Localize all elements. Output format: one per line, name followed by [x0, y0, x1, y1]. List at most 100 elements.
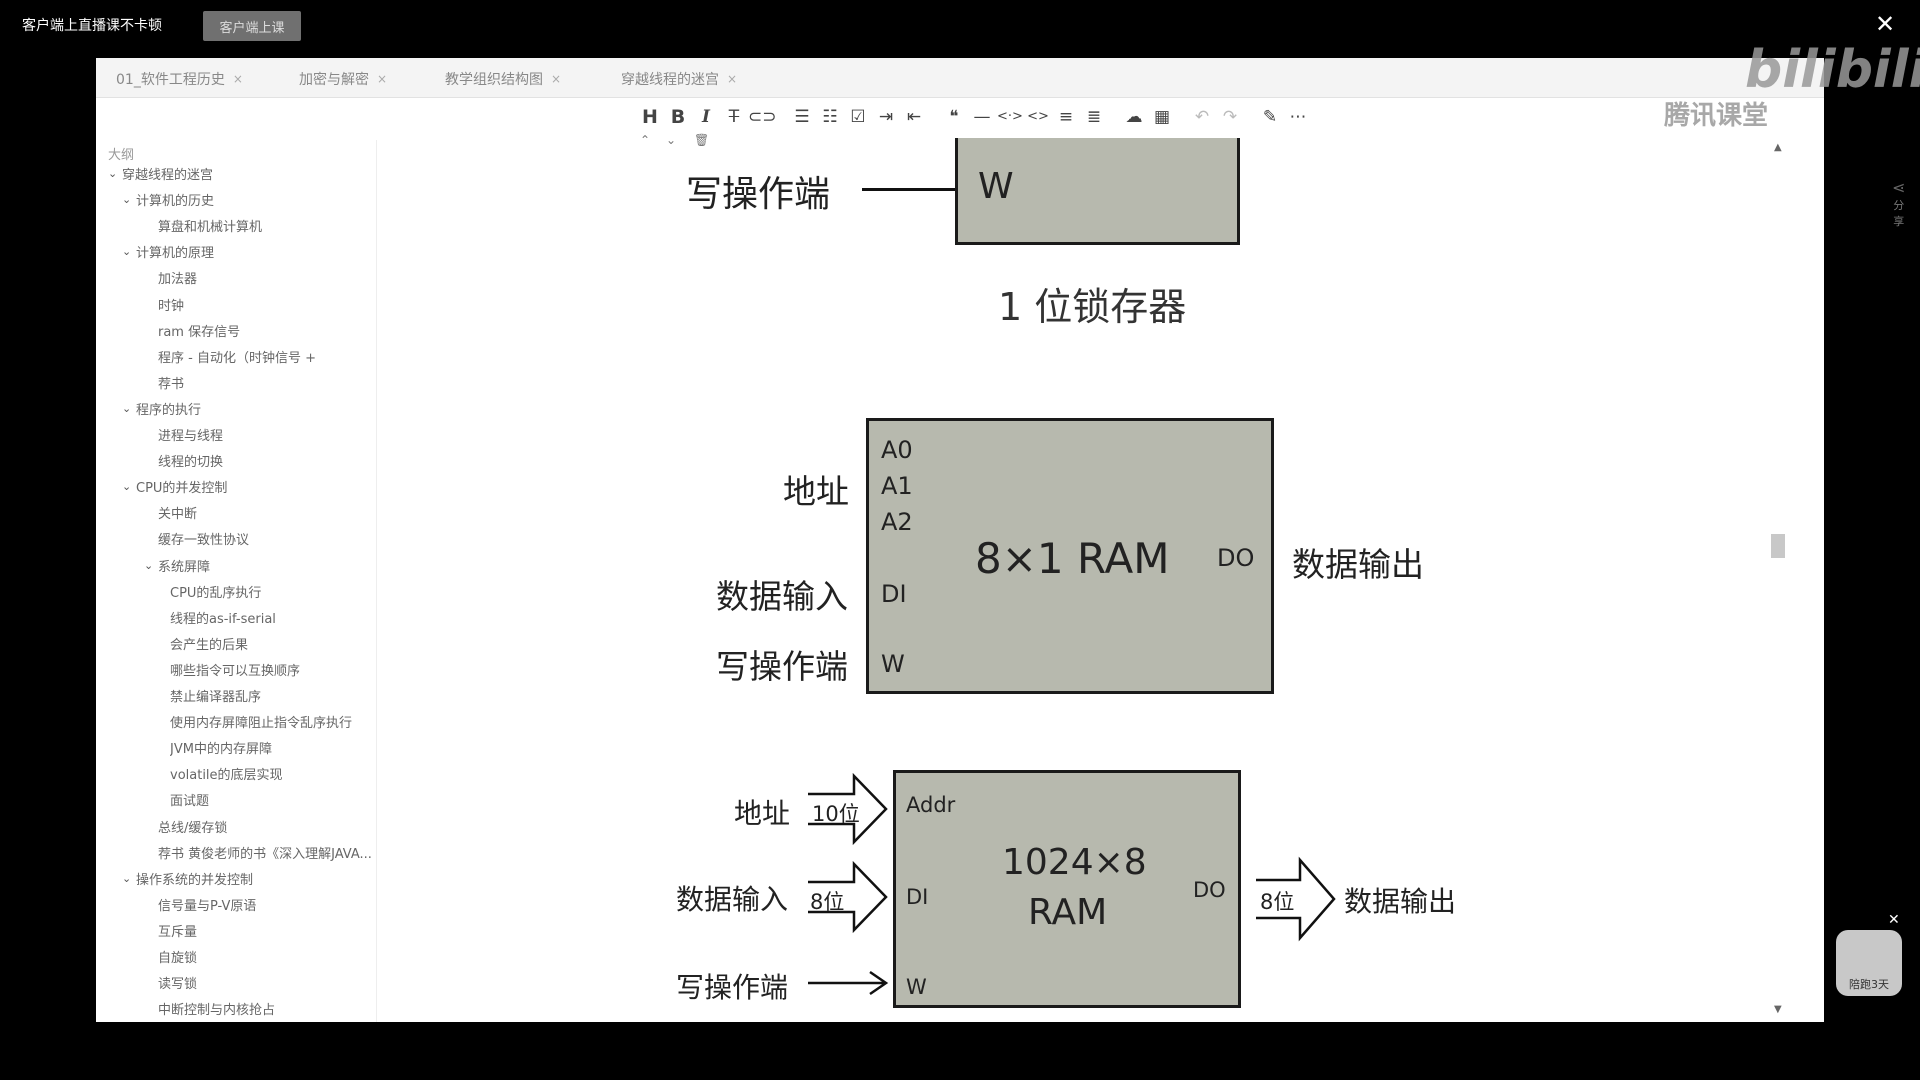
outline-item[interactable]: 互斥量: [158, 921, 197, 940]
more-icon[interactable]: ⋯: [1289, 107, 1307, 127]
tab-label: 加密与解密: [299, 72, 369, 88]
outline-item[interactable]: 使用内存屏障阻止指令乱序执行: [170, 712, 352, 731]
outline-item[interactable]: 进程与线程: [158, 425, 223, 444]
outline-item[interactable]: 荐书: [158, 373, 184, 392]
redo-icon[interactable]: ↷: [1222, 107, 1238, 127]
ordered-list-icon[interactable]: ☷: [822, 107, 838, 127]
outline-item[interactable]: 自旋锁: [158, 947, 197, 966]
outline-item-label: 加法器: [158, 272, 198, 288]
tab-label: 教学组织结构图: [445, 72, 543, 88]
outline-item[interactable]: 时钟: [158, 295, 184, 314]
indent-icon[interactable]: ⇥: [878, 107, 894, 127]
chevron-down-icon[interactable]: ⌄: [666, 133, 677, 147]
share-button[interactable]: ⋖ 分享: [1892, 178, 1905, 229]
code-block-icon[interactable]: <>: [1027, 109, 1049, 124]
outline-item-label: 进程与线程: [158, 429, 224, 444]
chevron-down-icon[interactable]: ⌄: [122, 245, 132, 259]
outline-item[interactable]: ⌄程序的执行: [122, 399, 201, 418]
format-icon[interactable]: ≣: [1086, 107, 1102, 127]
outline-item[interactable]: 面试题: [170, 790, 209, 809]
chevron-down-icon[interactable]: ⌄: [122, 193, 132, 207]
pen-icon[interactable]: ✎: [1262, 107, 1278, 127]
quote-icon[interactable]: ❝: [949, 107, 959, 127]
outline-item[interactable]: 禁止编译器乱序: [170, 686, 261, 705]
outline-item[interactable]: 会产生的后果: [170, 634, 248, 653]
d3-data-out-label: 数据输出: [1344, 885, 1457, 918]
outline-item[interactable]: 荐书 黄俊老师的书《深入理解JAVA...: [158, 843, 372, 862]
outline-item[interactable]: 加法器: [158, 268, 197, 287]
outline-item[interactable]: CPU的乱序执行: [170, 582, 261, 601]
outline-item[interactable]: 线程的切换: [158, 451, 223, 470]
chevron-down-icon[interactable]: ⌄: [122, 480, 132, 494]
code-icon[interactable]: <·>: [997, 109, 1023, 124]
tab-encryption[interactable]: 加密与解密 ×: [299, 68, 387, 90]
outline-item[interactable]: 哪些指令可以互换顺序: [170, 660, 300, 679]
tab-thread-maze[interactable]: 穿越线程的迷宫 ×: [621, 68, 737, 90]
outline-item[interactable]: 程序 - 自动化（时钟信号 +: [158, 347, 316, 366]
outline-item[interactable]: volatile的底层实现: [170, 764, 283, 783]
d1-w-label: W: [978, 166, 1014, 207]
link-icon[interactable]: ⊂⊃: [748, 107, 777, 127]
close-tab-icon[interactable]: ×: [232, 72, 243, 86]
mascot-widget[interactable]: 陪跑3天: [1836, 930, 1902, 996]
close-tab-icon[interactable]: ×: [377, 72, 388, 86]
d2-address-label: 地址: [783, 472, 849, 511]
tab-org-chart[interactable]: 教学组织结构图 ×: [445, 68, 561, 90]
close-icon[interactable]: ✕: [1875, 10, 1896, 38]
outline-item[interactable]: ⌄操作系统的并发控制: [122, 869, 253, 888]
outline-item-label: 算盘和机械计算机: [158, 220, 263, 236]
outline-item[interactable]: ⌄计算机的历史: [122, 190, 214, 209]
tab-software-history[interactable]: 01_软件工程历史 ×: [116, 68, 243, 90]
d2-w: W: [881, 650, 905, 678]
scroll-up-icon[interactable]: ▲: [1774, 142, 1782, 153]
d3-w: W: [906, 975, 927, 999]
chevron-down-icon[interactable]: ⌄: [144, 558, 154, 572]
outline-item[interactable]: 中断控制与内核抢占: [158, 999, 275, 1018]
outline-item[interactable]: 关中断: [158, 503, 197, 522]
d3-do: DO: [1193, 878, 1226, 902]
delete-icon[interactable]: 🗑: [694, 133, 710, 147]
outline-item[interactable]: ram 保存信号: [158, 321, 240, 340]
italic-icon[interactable]: I: [702, 107, 710, 127]
outline-item-label: 面试题: [170, 794, 210, 810]
outline-item[interactable]: 读写锁: [158, 973, 197, 992]
bold-icon[interactable]: B: [670, 106, 686, 128]
outline-item[interactable]: 总线/缓存锁: [158, 817, 227, 836]
chevron-down-icon[interactable]: ⌄: [122, 871, 132, 885]
outline-item[interactable]: ⌄计算机的原理: [122, 242, 214, 261]
close-tab-icon[interactable]: ×: [727, 72, 738, 86]
chevron-down-icon[interactable]: ⌄: [108, 167, 118, 180]
checklist-icon[interactable]: ☑: [850, 107, 866, 127]
scroll-down-icon[interactable]: ▼: [1774, 1004, 1782, 1015]
outdent-icon[interactable]: ⇤: [906, 107, 922, 127]
hr-icon[interactable]: —: [973, 107, 991, 127]
table-icon[interactable]: ▦: [1153, 107, 1171, 127]
client-class-button[interactable]: 客户端上课: [203, 11, 301, 41]
outline-item[interactable]: 线程的as-if-serial: [170, 608, 276, 627]
outline-item-label: 禁止编译器乱序: [170, 690, 262, 705]
align-icon[interactable]: ≡: [1058, 107, 1074, 127]
cloud-icon[interactable]: ☁: [1125, 107, 1143, 127]
outline-item-label: 缓存一致性协议: [158, 533, 250, 549]
top-bar: 客户端上直播课不卡顿 客户端上课 ✕: [0, 0, 1920, 58]
outline-item-label: 读写锁: [158, 977, 198, 993]
outline-item[interactable]: ⌄系统屏障: [144, 556, 210, 575]
mascot-close-icon[interactable]: ✕: [1888, 912, 1900, 928]
undo-icon[interactable]: ↶: [1194, 107, 1210, 127]
outline-item[interactable]: JVM中的内存屏障: [170, 738, 272, 757]
chevron-up-icon[interactable]: ⌃: [640, 133, 651, 147]
scrollbar-thumb[interactable]: [1771, 534, 1785, 558]
outline-item[interactable]: ⌄穿越线程的迷宫: [108, 164, 213, 183]
outline-item[interactable]: 算盘和机械计算机: [158, 216, 262, 235]
outline-item[interactable]: ⌄CPU的并发控制: [122, 477, 227, 496]
strikethrough-icon[interactable]: T: [728, 107, 740, 127]
heading-icon[interactable]: H: [642, 106, 658, 128]
close-tab-icon[interactable]: ×: [551, 72, 562, 86]
outline-item[interactable]: 信号量与P-V原语: [158, 895, 256, 914]
chevron-down-icon[interactable]: ⌄: [122, 401, 132, 415]
d3-data-in-label: 数据输入: [676, 883, 789, 916]
outline-item[interactable]: 缓存一致性协议: [158, 529, 249, 548]
bullet-list-icon[interactable]: ☰: [794, 107, 810, 127]
banner-title: 客户端上直播课不卡顿: [22, 18, 162, 34]
d3-data-in-arrow: [808, 860, 888, 934]
